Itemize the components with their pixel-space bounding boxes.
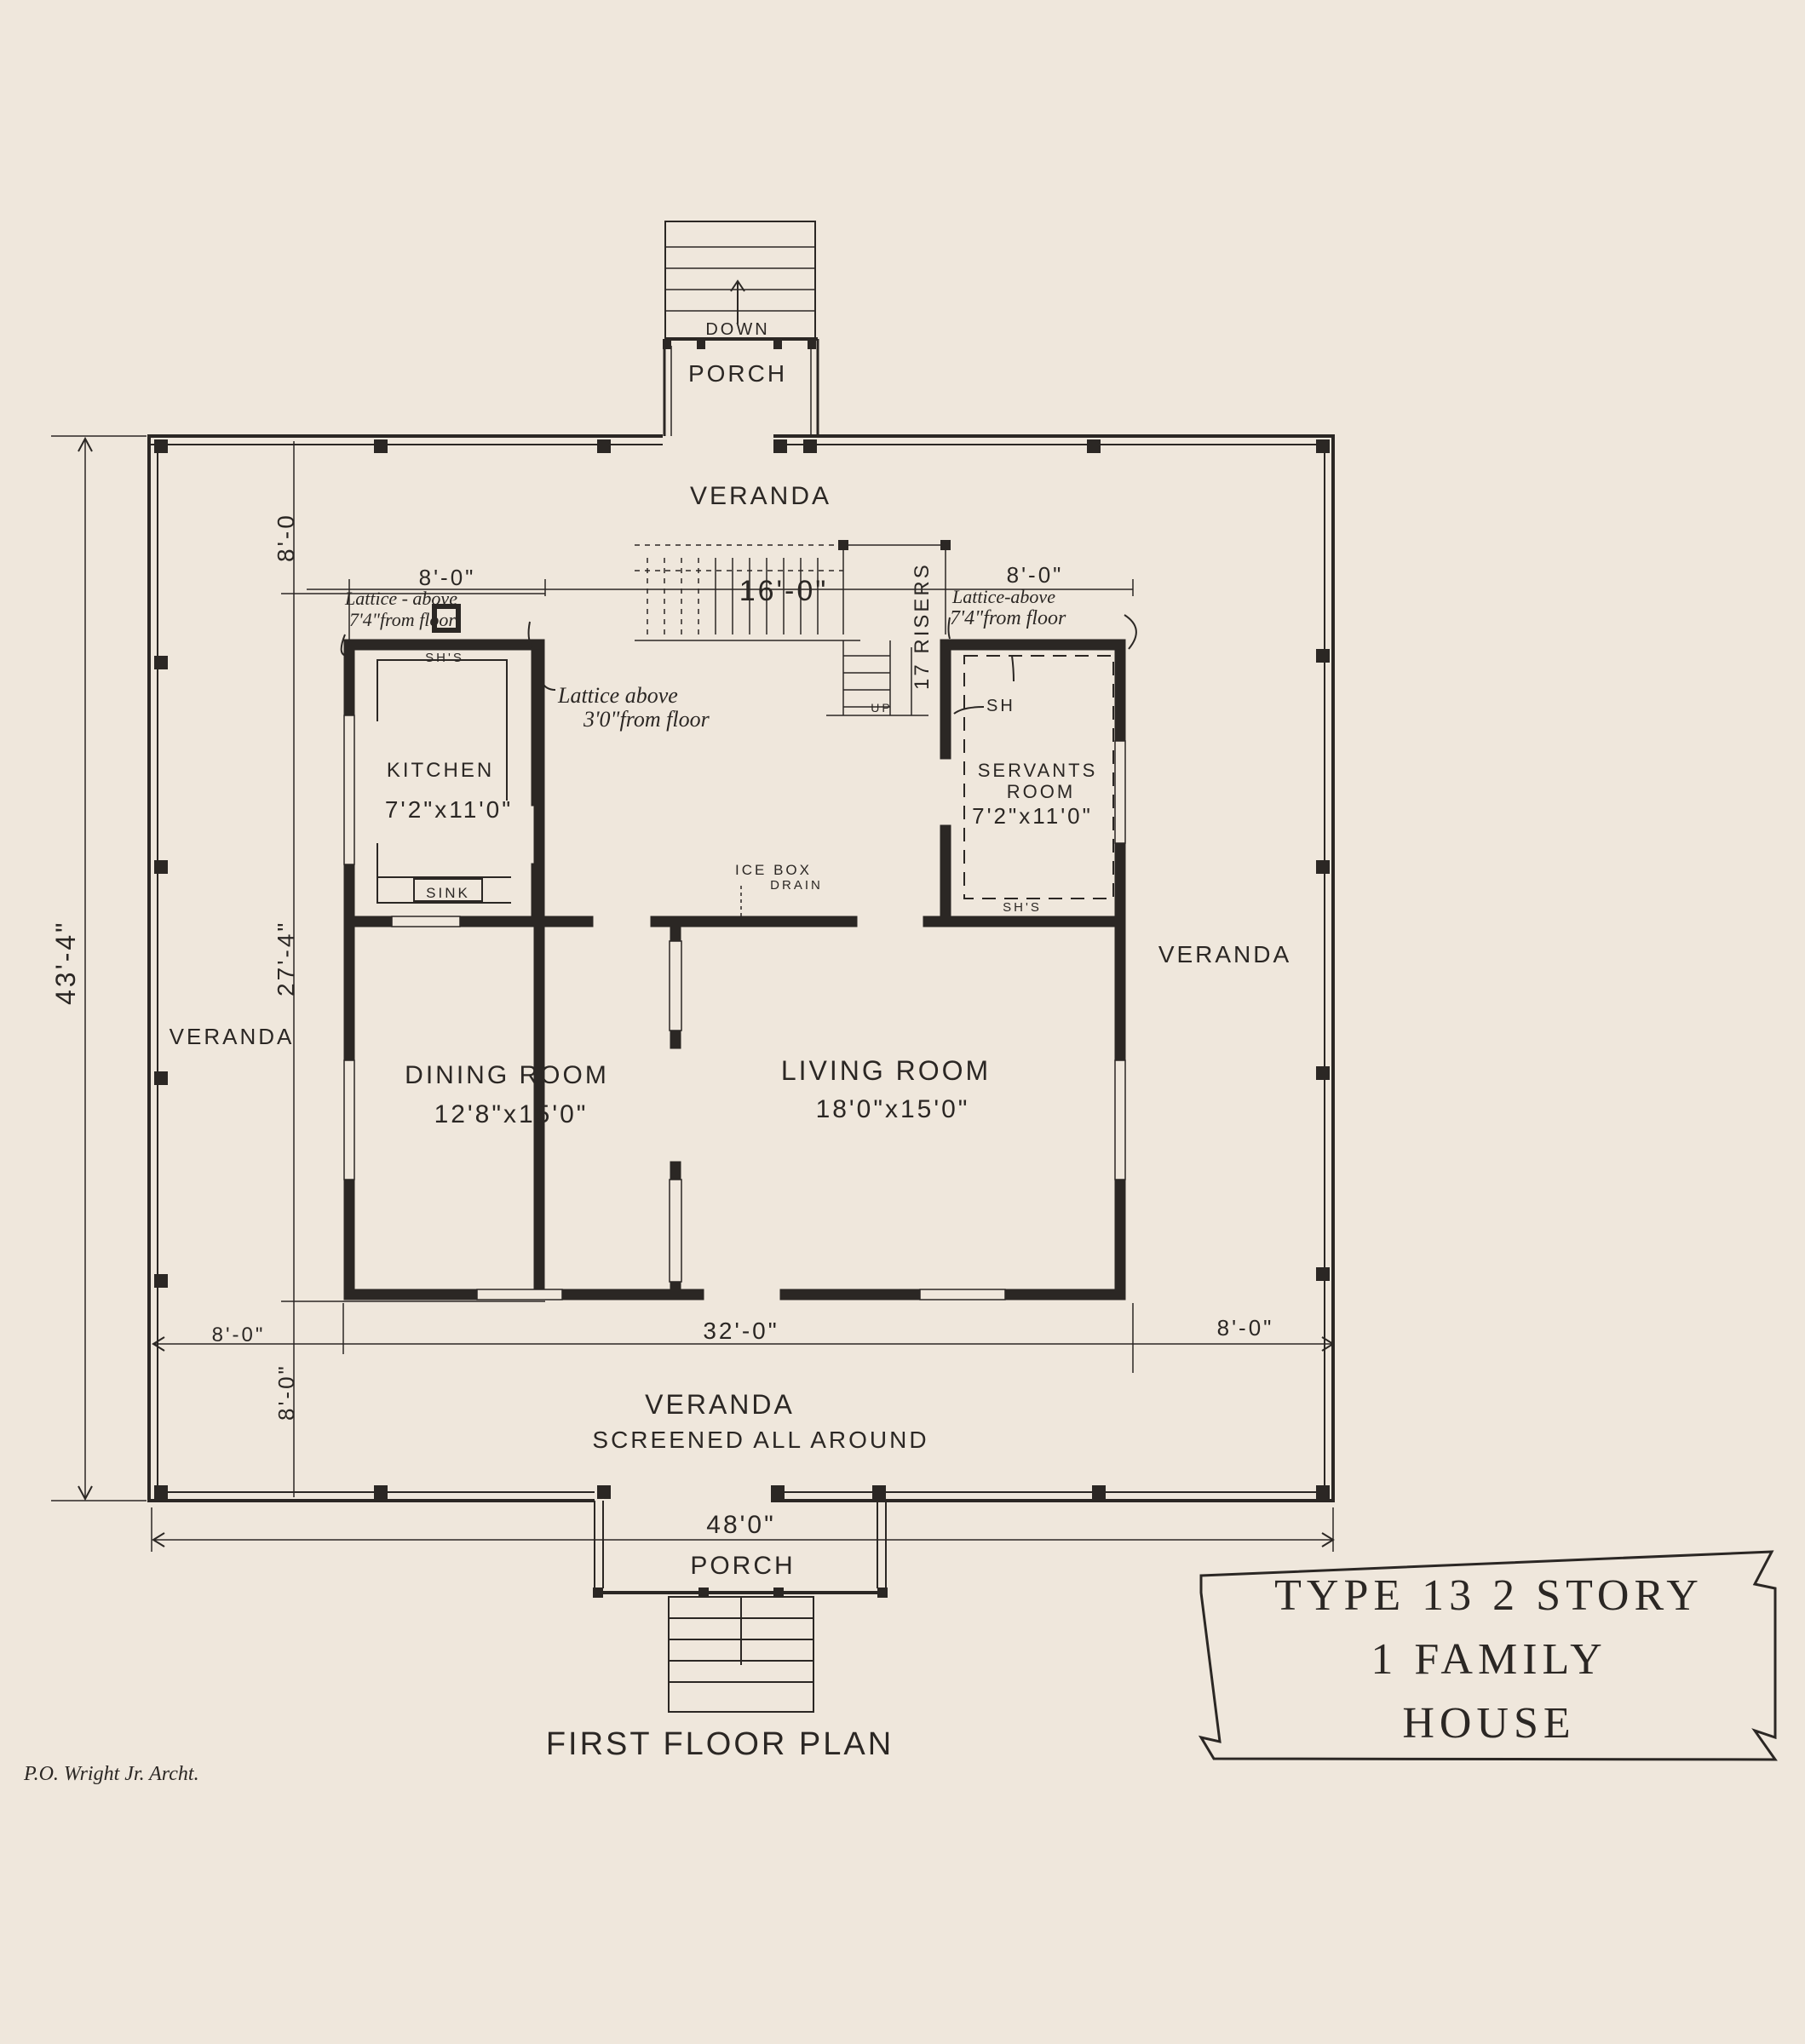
- plan-title: FIRST FLOOR PLAN: [546, 1726, 894, 1762]
- dim-front-veranda-depth: 8'-0: [273, 513, 299, 562]
- dim-right-veranda-width: 8'-0": [1217, 1315, 1274, 1341]
- dim-servants-width: 8'-0": [1007, 562, 1064, 588]
- sh-label: SH: [986, 697, 1015, 715]
- veranda-posts: [154, 439, 1330, 1499]
- title-block: TYPE 13 2 STORY 1 FAMILY HOUSE: [1198, 1550, 1778, 1761]
- servants-room-size: 7'2"x11'0": [972, 803, 1093, 829]
- veranda-left-label: VERANDA: [170, 1024, 295, 1049]
- bottom-porch: [594, 1501, 887, 1713]
- dim-house-width: 32'-0": [703, 1318, 779, 1344]
- kitchen-label: KITCHEN: [387, 759, 494, 782]
- veranda-outline: [147, 434, 1335, 1502]
- servants-room-label-1: SERVANTS: [978, 760, 1098, 781]
- top-porch: [663, 221, 819, 436]
- dimension-arrows: [78, 436, 1335, 1547]
- lattice-left-note-2: 7'4"from floor: [349, 609, 456, 630]
- porch-top-label: PORCH: [688, 360, 787, 387]
- veranda-top-label: VERANDA: [690, 482, 831, 510]
- sink-label: SINK: [426, 885, 470, 901]
- veranda-bottom-label: VERANDA: [645, 1389, 795, 1420]
- ice-box-label: ICE BOX: [735, 862, 812, 878]
- dim-left-veranda-width: 8'-0": [212, 1323, 266, 1346]
- lattice-kitchen-note-1: Lattice above: [557, 683, 678, 708]
- stair-newels: [838, 540, 951, 550]
- sh-pointer: [953, 655, 1015, 715]
- servants-room-label-2: ROOM: [1007, 781, 1075, 802]
- dining-room-label: DINING ROOM: [405, 1061, 609, 1089]
- porch-bottom-label: PORCH: [690, 1552, 795, 1580]
- dimension-lines: [51, 435, 1334, 1552]
- shs-servants-label: SH'S: [1003, 900, 1042, 915]
- dim-stair-width: 16'-0": [739, 575, 829, 607]
- dim-overall-depth: 43'-4": [50, 920, 81, 1005]
- lattice-left-note-1: Lattice - above: [344, 588, 457, 609]
- ice-box-drain-label: DRAIN: [770, 878, 823, 893]
- windows: [343, 715, 1126, 1300]
- lattice-right-note-2: 7'4"from floor: [950, 607, 1066, 629]
- dim-rear-veranda-depth: 8'-0": [273, 1364, 299, 1421]
- lattice-leaders: [340, 614, 1137, 691]
- dim-house-depth: 27'-4": [273, 921, 299, 996]
- risers-label: 17 RISERS: [911, 562, 934, 690]
- exterior-walls: [533, 639, 1126, 1300]
- veranda-right-label: VERANDA: [1158, 941, 1291, 967]
- title-line-1: TYPE 13 2 STORY: [1274, 1571, 1704, 1620]
- architect-signature: P.O. Wright Jr. Archt.: [23, 1763, 199, 1785]
- porch-posts-bottom: [593, 1588, 888, 1598]
- living-room-label: LIVING ROOM: [781, 1055, 991, 1086]
- kitchen-size: 7'2"x11'0": [385, 796, 513, 823]
- dim-overall-width: 48'0": [706, 1511, 775, 1539]
- porch-posts-top: [663, 339, 816, 349]
- title-line-3: HOUSE: [1402, 1699, 1575, 1748]
- servants-room-walls: [940, 639, 1126, 927]
- down-label: DOWN: [705, 320, 769, 339]
- servants-closet: [963, 655, 1114, 899]
- dim-kitchen-width: 8'-0": [419, 565, 476, 590]
- living-room-size: 18'0"x15'0": [816, 1095, 970, 1123]
- dining-room-size: 12'8"x15'0": [434, 1100, 589, 1128]
- title-line-2: 1 FAMILY: [1371, 1635, 1607, 1684]
- main-stair: [635, 544, 946, 716]
- veranda-bottom-note: SCREENED ALL AROUND: [592, 1427, 928, 1453]
- up-label: UP: [871, 701, 892, 715]
- shs-kitchen-label: SH'S: [425, 651, 464, 665]
- lattice-kitchen-note-2: 3'0"from floor: [583, 707, 710, 732]
- chimney: [432, 604, 461, 633]
- kitchen-counters: [377, 659, 511, 904]
